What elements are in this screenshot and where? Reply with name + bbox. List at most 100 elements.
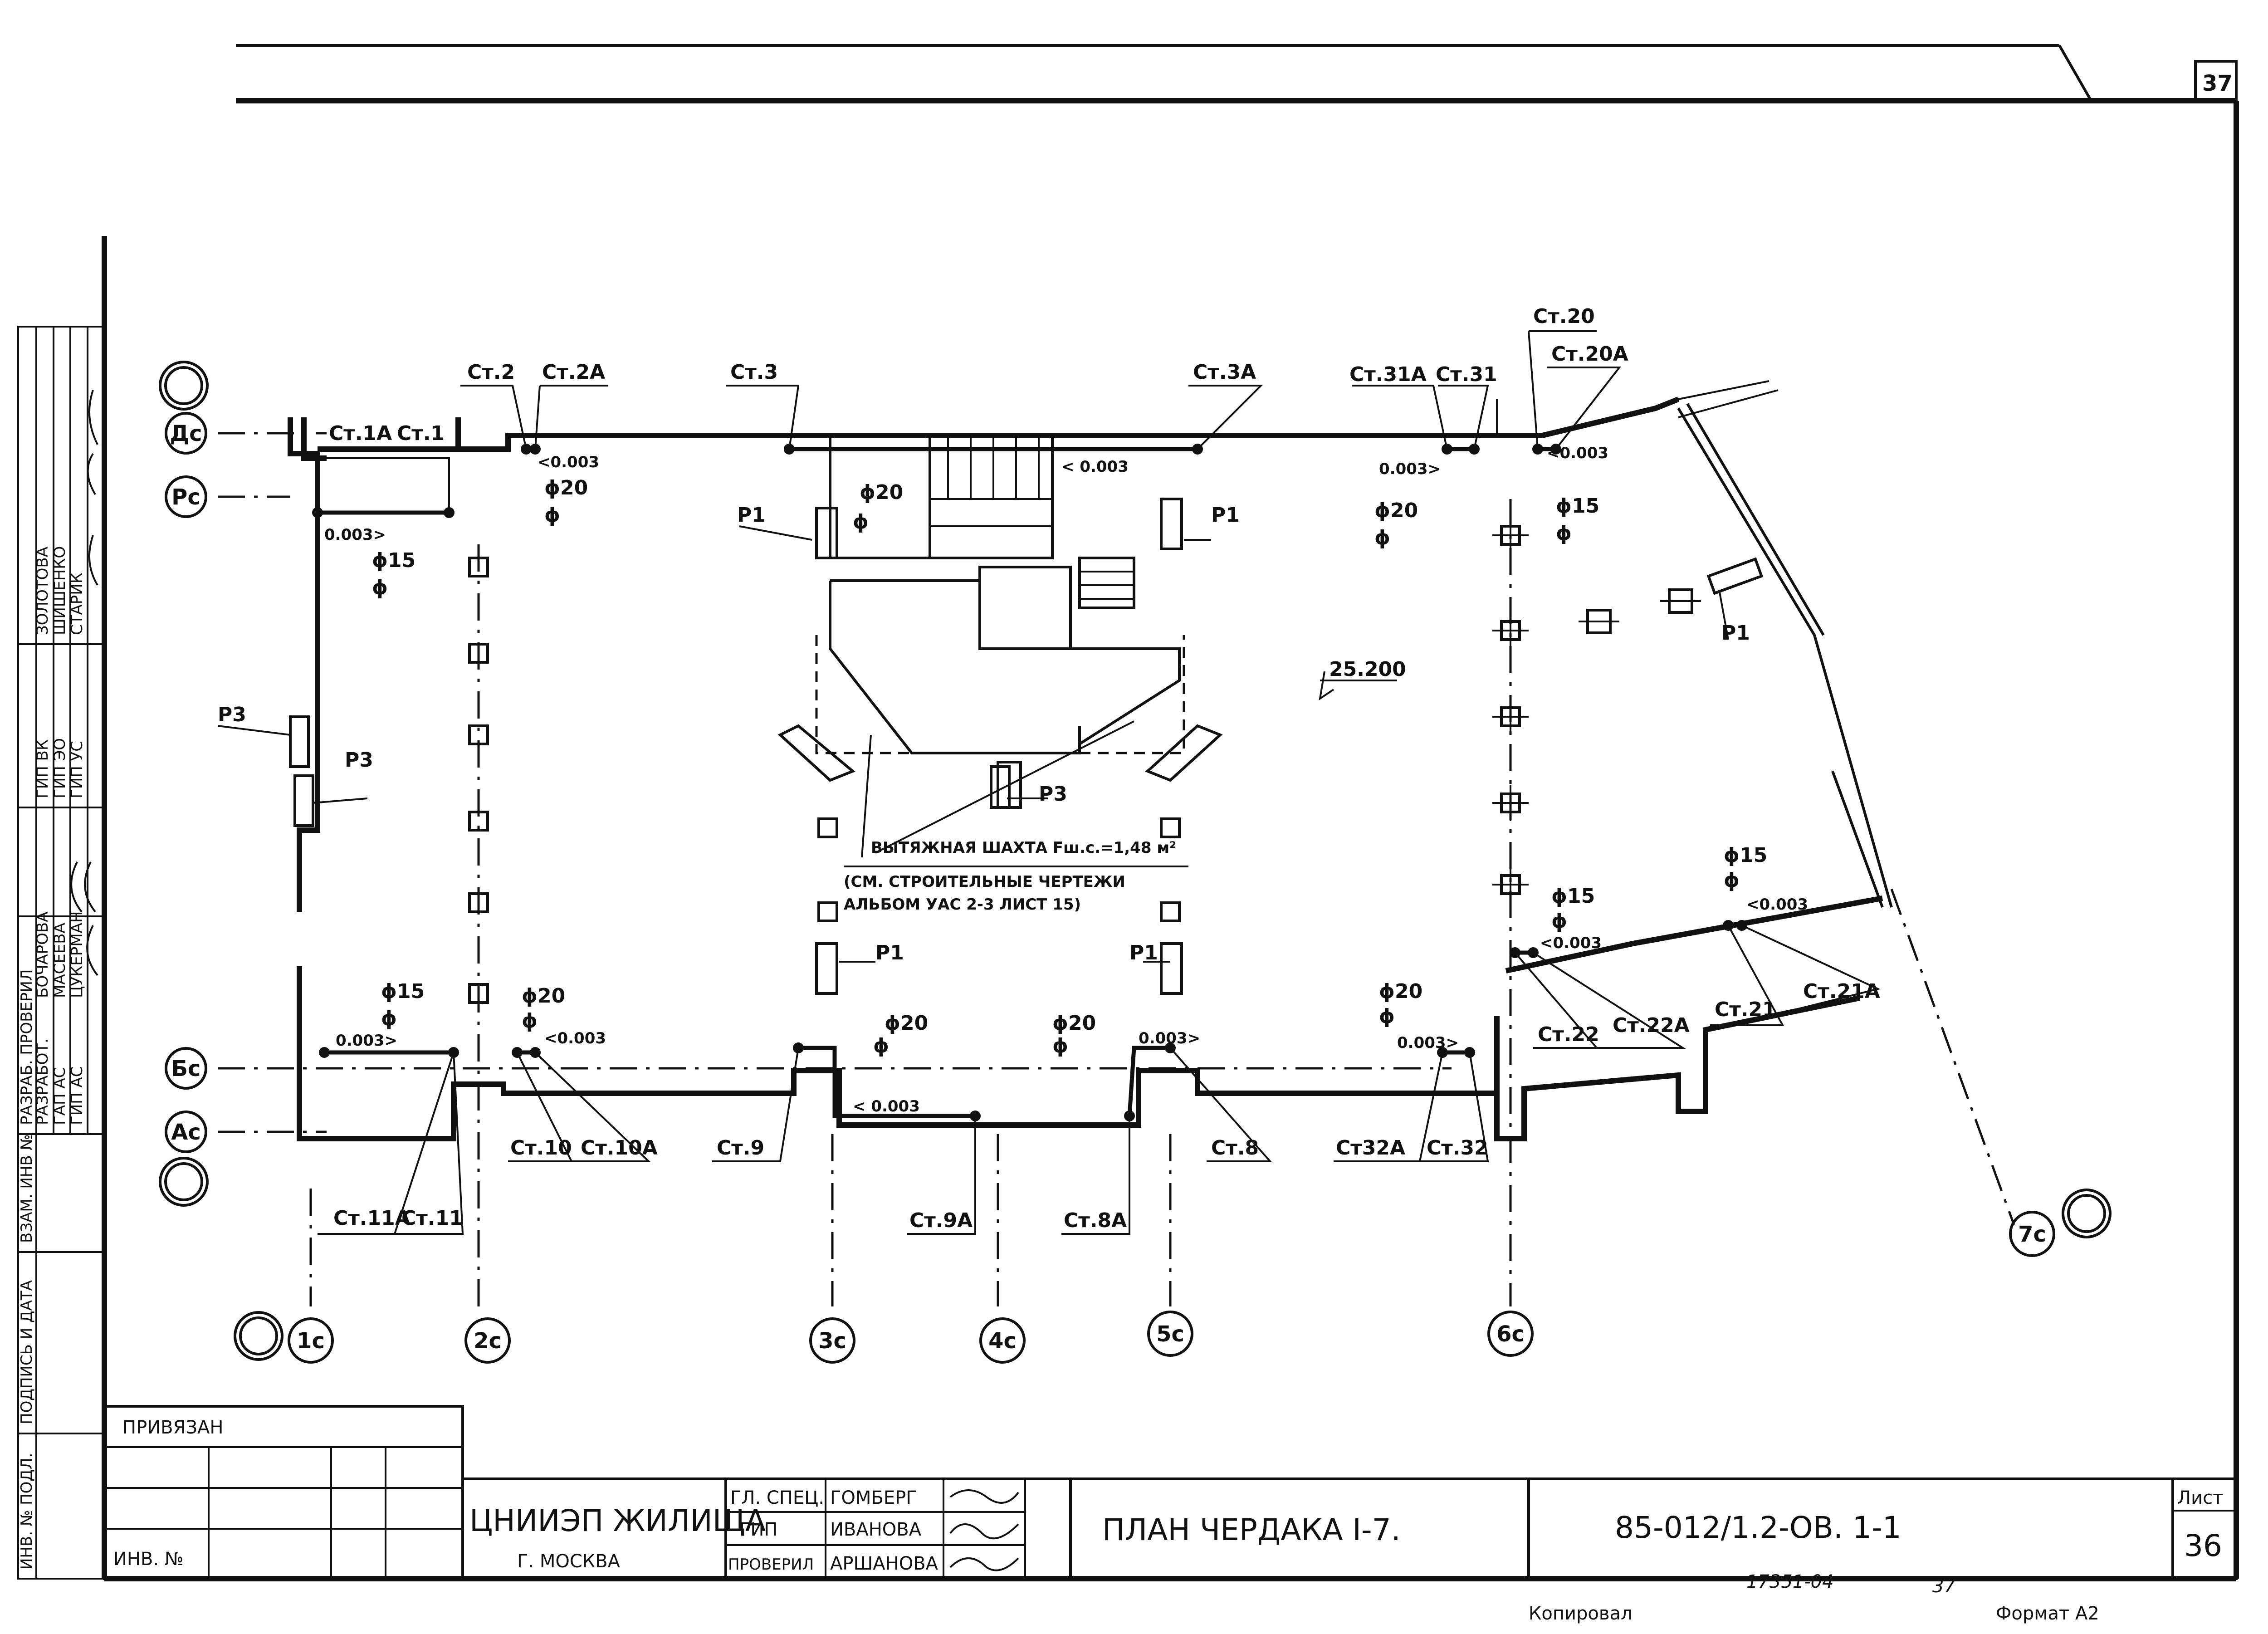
axis-label-7c: 7с — [2018, 1222, 2046, 1247]
riser-label-st1: Ст.1 — [397, 422, 445, 445]
riser-label-st31: Ст.31 — [1436, 363, 1497, 386]
pipe-d20-9: ϕ20 — [1052, 1012, 1096, 1035]
side-header: РАЗРАБ. ПРОВЕРИЛ — [18, 969, 36, 1125]
shaft-note-line2: (СМ. СТРОИТЕЛЬНЫЕ ЧЕРТЕЖИ — [844, 873, 1125, 891]
pipe-phi-12: ϕ — [1724, 869, 1740, 892]
equip-label-p3-b: Р3 — [345, 749, 373, 772]
title-org-line2: Г. МОСКВА — [517, 1551, 621, 1572]
level-mark: 25.200 — [1329, 658, 1406, 681]
axis-label-1c: 1с — [297, 1328, 325, 1354]
pipe-phi-8: ϕ — [873, 1034, 889, 1057]
side-col-podpis: ПОДПИСЬ И ДАТА — [18, 1280, 36, 1424]
axis-label-2c: 2с — [474, 1328, 502, 1354]
riser-label-st22: Ст.22 — [1538, 1023, 1599, 1046]
side-name-tsukerman: ЦУКЕРМАН — [68, 911, 86, 998]
pipe-d15-12: ϕ15 — [1724, 844, 1767, 867]
equip-label-p1-a: Р1 — [737, 504, 766, 527]
equip-label-p3-a: Р3 — [218, 703, 246, 726]
axis-label-5c: 5с — [1156, 1321, 1184, 1347]
pipe-phi-3: ϕ — [853, 510, 869, 533]
equip-label-p1-b: Р1 — [1211, 504, 1240, 527]
riser-label-st22a: Ст.22А — [1613, 1014, 1690, 1037]
shaft-note-line1: ВЫТЯЖНАЯ ШАХТА Fш.с.=1,48 м² — [871, 839, 1176, 857]
axis-bubbles: Дс Рс Бс Ас 1с 2с 3с 4с 5с 6с 7с — [159, 361, 2112, 1364]
slope-label-8: < 0.003 — [853, 1097, 920, 1115]
riser-label-st1a: Ст.1А — [329, 422, 392, 445]
side-signatures — [70, 390, 98, 976]
pipe-phi-6: ϕ — [381, 1007, 397, 1030]
pipe-phi-11: ϕ — [1551, 910, 1567, 933]
slope-label-11: <0.003 — [1540, 934, 1602, 952]
equip-label-p1-d: Р1 — [875, 941, 904, 964]
slope-labels: 0.003> <0.003 < 0.003 0.003> <0.003 0.00… — [324, 444, 1808, 1115]
equip-label-p1-e: Р1 — [1129, 941, 1158, 964]
pipe-phi-5: ϕ — [1556, 522, 1572, 545]
title-name-2: ИВАНОВА — [830, 1519, 922, 1540]
riser-label-st10a: Ст.10А — [581, 1136, 658, 1159]
side-role-razrab: РАЗРАБОТ. — [34, 1038, 52, 1125]
riser-label-st31a: Ст.31А — [1349, 363, 1427, 386]
pipe-phi-7: ϕ — [522, 1009, 538, 1032]
pipe-phi-10: ϕ — [1379, 1005, 1395, 1028]
slope-label-1: 0.003> — [324, 526, 386, 544]
title-role-1: ГЛ. СПЕЦ. — [730, 1487, 824, 1508]
riser-label-st9: Ст.9 — [717, 1136, 764, 1159]
slope-label-2: <0.003 — [538, 453, 599, 471]
building-walls — [288, 380, 1893, 1141]
axis-label-6c: 6с — [1496, 1321, 1525, 1347]
riser-label-st32a: Ст32А — [1336, 1136, 1405, 1159]
slope-label-4: 0.003> — [1379, 460, 1441, 478]
shaft-note-line3: АЛЬБОМ УАС 2-3 ЛИСТ 15) — [844, 895, 1081, 914]
equipment-labels: Р1 Р1 Р1 Р1 Р1 Р3 Р3 Р3 — [218, 504, 1750, 964]
sheet-frame: 37 — [102, 44, 2239, 1581]
drawing-title: ПЛАН ЧЕРДАКА I-7. — [1102, 1512, 1401, 1547]
riser-label-st32: Ст.32 — [1427, 1136, 1488, 1159]
equipment-blocks — [289, 498, 1764, 995]
pipe-d20-7: ϕ20 — [522, 984, 565, 1008]
side-col-inv-podl: ИНВ. № ПОДЛ. — [18, 1453, 36, 1570]
footer-format: Формат А2 — [1996, 1603, 2099, 1624]
side-name-bocharova: БОЧАРОВА — [34, 911, 52, 998]
side-name-starik: СТАРИК — [68, 572, 86, 635]
title-block: ПРИВЯЗАН ИНВ. № ЦНИИЭП ЖИЛИЩА Г. МОСКВА … — [103, 1405, 2238, 1580]
side-name-zolotova: ЗОЛОТОВА — [34, 547, 52, 635]
side-stamp: ГИП ВК ГИП ЭО ГИП УС ЗОЛОТОВА ШИШЕНКО СТ… — [17, 326, 105, 1580]
riser-label-st8a: Ст.8А — [1064, 1209, 1127, 1232]
side-role-gip-eo: ГИП ЭО — [51, 738, 69, 798]
riser-label-st11a: Ст.11А — [333, 1207, 411, 1230]
title-signatures — [949, 1489, 1019, 1571]
side-name-maseeva: МАСЕЕВА — [51, 923, 69, 998]
footer: Копировал 17351-04 37 Формат А2 — [1529, 1571, 2099, 1624]
slope-label-10: 0.003> — [1397, 1034, 1459, 1052]
riser-label-st21: Ст.21 — [1715, 998, 1776, 1021]
footer-stamp-no: 17351-04 — [1746, 1571, 1834, 1592]
footer-copied: Копировал — [1529, 1603, 1633, 1624]
riser-labels: Ст.1А Ст.1 Ст.2 Ст.2А Ст.3 Ст.3А Ст.31А … — [329, 305, 1880, 1232]
axis-label-4c: 4с — [988, 1328, 1017, 1354]
riser-label-st3a: Ст.3А — [1193, 361, 1256, 384]
axis-label-r: Рс — [171, 484, 200, 510]
equip-label-p3-c: Р3 — [1039, 783, 1067, 806]
title-role-2: ГИП — [739, 1519, 777, 1540]
pipe-d20-4: ϕ20 — [1374, 499, 1418, 522]
pipe-d20-8: ϕ20 — [885, 1012, 928, 1035]
side-role-gip-us: ГИП УС — [68, 741, 86, 798]
side-role-gap-as: ГАП АС — [51, 1067, 69, 1125]
title-inv-no: ИНВ. № — [113, 1549, 183, 1570]
title-name-3: АРШАНОВА — [830, 1553, 938, 1574]
riser-label-st9a: Ст.9А — [909, 1209, 973, 1232]
sheet-top-number: 37 — [2202, 71, 2233, 96]
title-name-1: ГОМБЕРГ — [830, 1487, 917, 1508]
pipe-d15-11: ϕ15 — [1551, 885, 1595, 908]
pipe-d15-5: ϕ15 — [1556, 494, 1599, 518]
title-attached: ПРИВЯЗАН — [122, 1417, 223, 1438]
riser-label-st11: Ст.11 — [401, 1207, 463, 1230]
title-role-3: ПРОВЕРИЛ — [728, 1556, 814, 1574]
pipe-phi-4: ϕ — [1374, 526, 1390, 549]
pipe-phi-9: ϕ — [1052, 1034, 1068, 1057]
side-role-gip-as: ГИП АС — [68, 1066, 86, 1125]
side-name-shishenko: ШИШЕНКО — [51, 546, 69, 635]
title-org-line1: ЦНИИЭП ЖИЛИЩА — [469, 1503, 766, 1538]
slope-label-3: < 0.003 — [1061, 458, 1129, 476]
